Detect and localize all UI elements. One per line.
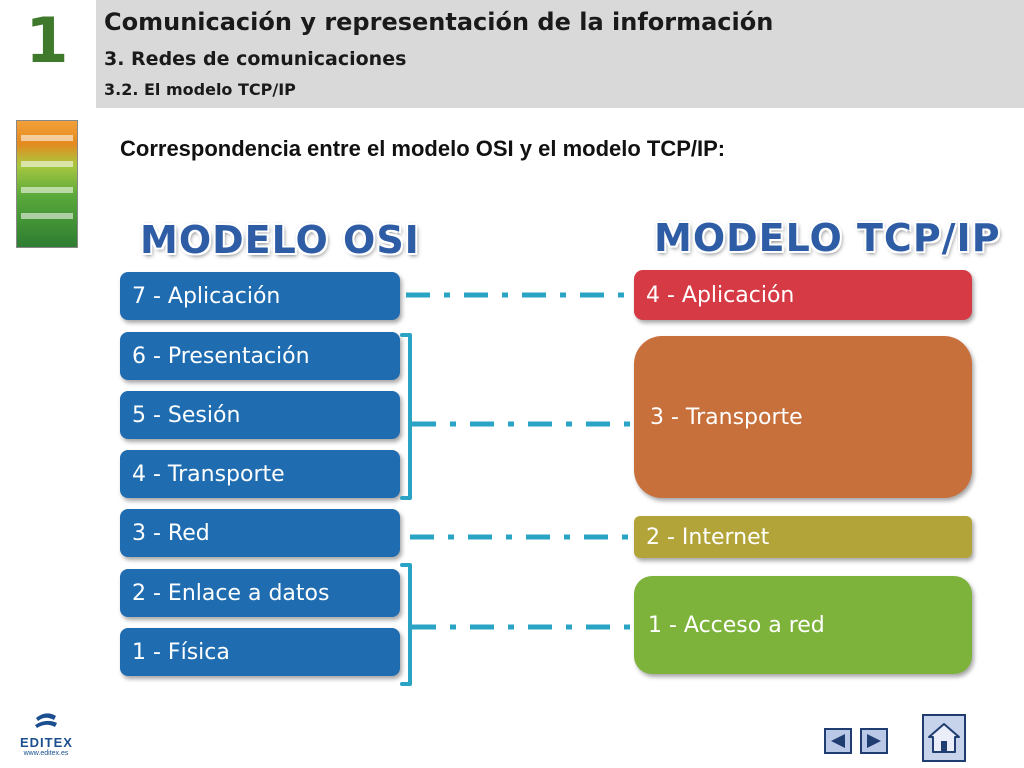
osi-layer-1: 1 - Física	[120, 628, 400, 676]
page-title: Comunicación y representación de la info…	[104, 8, 774, 36]
osi-layer-7: 7 - Aplicación	[120, 272, 400, 320]
chapter-thumbnail-image	[16, 120, 78, 248]
osi-layer-4: 4 - Transporte	[120, 450, 400, 498]
triangle-right-icon	[867, 734, 881, 748]
subsection-title: 3.2. El modelo TCP/IP	[104, 80, 296, 99]
header-band	[96, 0, 1024, 108]
osi-layer-6: 6 - Presentación	[120, 332, 400, 380]
logo-url: www.editex.es	[23, 750, 69, 757]
bracket-lower	[400, 563, 412, 686]
osi-layer-3: 3 - Red	[120, 509, 400, 557]
home-icon	[928, 723, 960, 753]
chapter-number: 1	[25, 4, 69, 77]
tcpip-layer-aplicacion: 4 - Aplicación	[634, 270, 972, 320]
osi-layer-5: 5 - Sesión	[120, 391, 400, 439]
tcpip-layer-internet: 2 - Internet	[634, 516, 972, 558]
tcpip-layer-acceso-red: 1 - Acceso a red	[634, 576, 972, 674]
tcpip-model-title: MODELO TCP/IP	[654, 216, 1001, 260]
osi-model-title: MODELO OSI	[140, 218, 420, 262]
tcpip-layer-transporte: 3 - Transporte	[634, 336, 972, 498]
home-button[interactable]	[922, 714, 966, 762]
bracket-upper	[400, 333, 412, 500]
osi-layer-2: 2 - Enlace a datos	[120, 569, 400, 617]
triangle-left-icon	[831, 734, 845, 748]
section-title: 3. Redes de comunicaciones	[104, 48, 407, 70]
slide-subtitle: Correspondencia entre el modelo OSI y el…	[120, 136, 726, 161]
editex-logo: EDITEX www.editex.es	[20, 712, 72, 757]
logo-name: EDITEX	[20, 735, 73, 750]
prev-slide-button[interactable]	[824, 728, 852, 754]
next-slide-button[interactable]	[860, 728, 888, 754]
editex-logo-mark-icon	[35, 713, 57, 728]
